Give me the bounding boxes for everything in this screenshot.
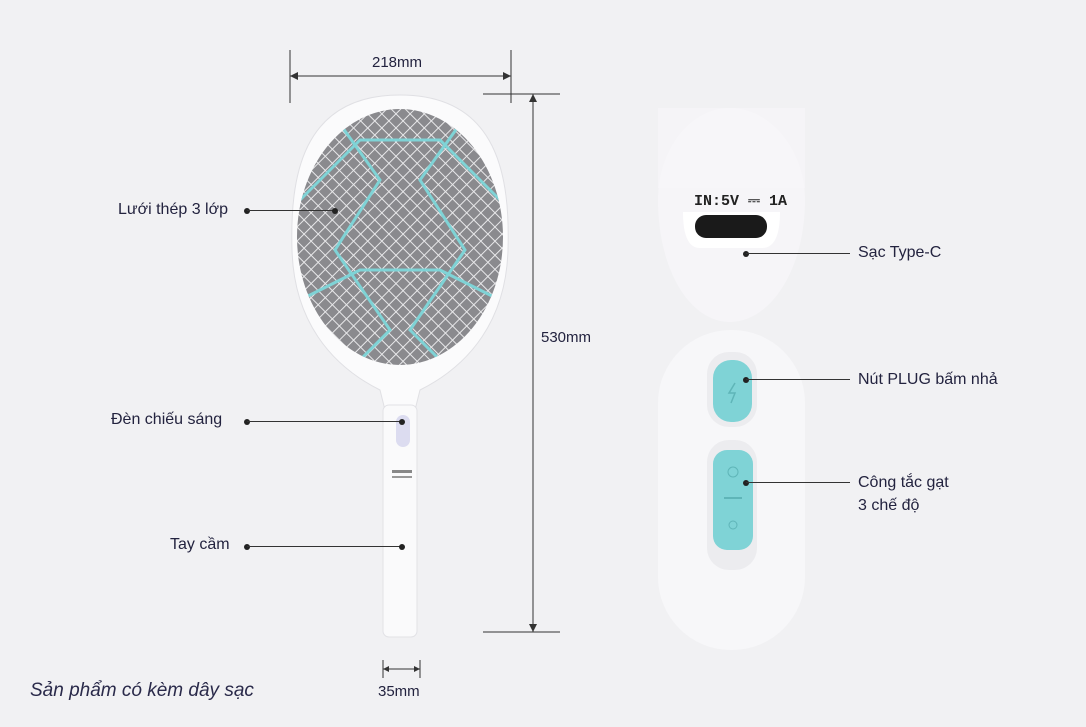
mesh-accent-lines xyxy=(298,109,502,365)
dimension-lines xyxy=(289,50,560,678)
port-marking: IN:5V ⎓ 1A xyxy=(694,193,787,210)
label-switch-line2: 3 chế độ xyxy=(858,497,920,514)
port-closeup xyxy=(658,108,805,322)
label-handle: Tay cầm xyxy=(170,536,230,553)
mesh-grid xyxy=(297,109,503,365)
mode-switch xyxy=(713,450,753,550)
racket-head xyxy=(291,94,509,411)
label-charging: Sạc Type-C xyxy=(858,244,942,261)
usb-c-port xyxy=(695,215,767,238)
handle-width-dimension: 35mm xyxy=(378,683,420,700)
label-switch-line1: Công tắc gạt xyxy=(858,474,949,491)
height-dimension: 530mm xyxy=(541,329,592,346)
label-mesh: Lưới thép 3 lớp xyxy=(118,201,228,218)
label-plug-button: Nút PLUG bấm nhả xyxy=(858,371,998,388)
light-mode-icon xyxy=(727,466,739,478)
switch-closeup xyxy=(658,330,805,650)
cable-included-note: Sản phẩm có kèm dây sạc xyxy=(30,680,254,701)
width-dimension: 218mm xyxy=(372,54,423,71)
lightning-icon xyxy=(727,382,737,404)
racket-handle xyxy=(382,404,418,638)
plug-button xyxy=(713,360,752,422)
label-light: Đèn chiếu sáng xyxy=(111,411,223,428)
